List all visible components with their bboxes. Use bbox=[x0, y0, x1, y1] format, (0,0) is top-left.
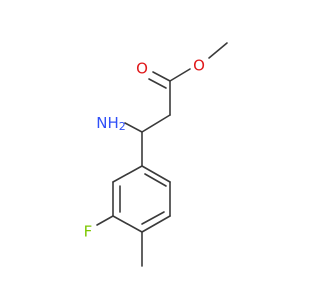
ring-bond-1-inner bbox=[144, 173, 167, 187]
carbonyl-oxygen-label: O bbox=[136, 60, 148, 78]
ring-bond-1 bbox=[141, 165, 171, 183]
molecule-structure: O O NH2 F bbox=[84, 42, 228, 267]
ring-bond-3-inner bbox=[141, 211, 165, 225]
bond-carbonyl-oxygen-double-a bbox=[152, 71, 171, 82]
bond-carbonyl-oxygen-double-b bbox=[148, 78, 167, 89]
amine-label: NH2 bbox=[96, 114, 126, 134]
amine-nh-text: NH bbox=[96, 114, 119, 132]
ring-bond-6 bbox=[112, 165, 143, 183]
ring-bond-4 bbox=[112, 215, 143, 233]
fluorine-label: F bbox=[84, 223, 93, 241]
ring-bond-3 bbox=[141, 215, 171, 233]
bond-methyl-oxygen bbox=[208, 42, 228, 59]
ester-oxygen-label: O bbox=[193, 57, 205, 75]
bond-oxygen-carbonyl bbox=[169, 68, 191, 82]
bond-ring-fluorine bbox=[96, 215, 114, 226]
bond-ch2-ch bbox=[141, 114, 171, 133]
amine-subscript: 2 bbox=[119, 120, 126, 133]
bond-ch-nitrogen bbox=[124, 122, 143, 133]
